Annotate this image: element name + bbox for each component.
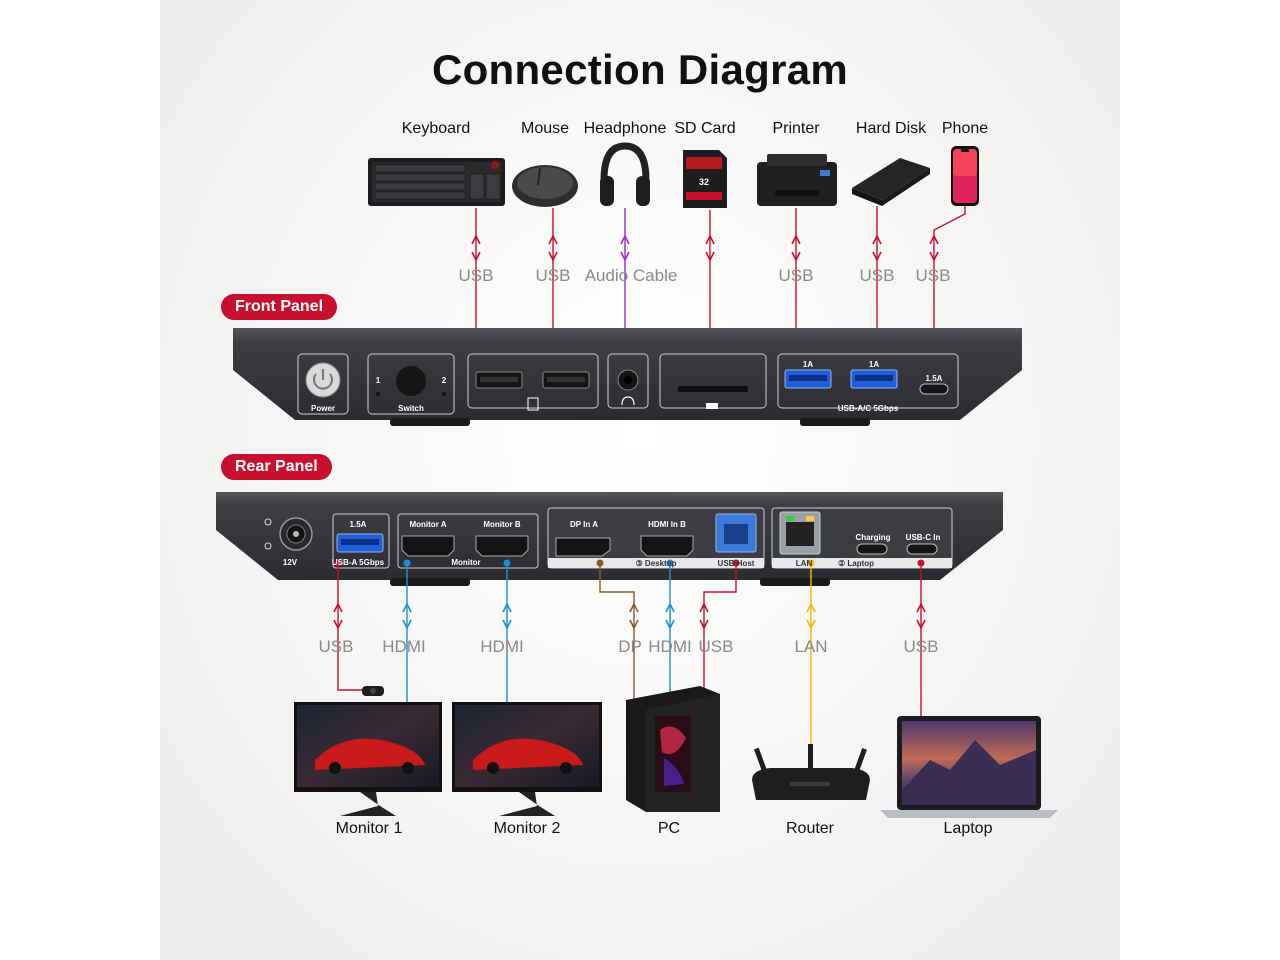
rear-cables	[333, 562, 926, 748]
rear-panel-badge: Rear Panel	[221, 454, 332, 480]
cable-label-monitor-a: HDMI	[382, 637, 426, 656]
front-cables	[471, 206, 966, 358]
device-label-mouse: Mouse	[520, 120, 570, 137]
device-label-laptop: Laptop	[943, 820, 993, 837]
sd-card-icon: 32	[683, 150, 727, 208]
hard-disk-icon	[852, 158, 930, 206]
dp-cable	[599, 563, 635, 700]
keyboard-icon	[368, 158, 505, 206]
dc-label: 12V	[282, 558, 298, 567]
cable-label-laptop: USB	[903, 637, 939, 656]
cable-label-monitor-b: HDMI	[480, 637, 524, 656]
dp-in-label: DP In A	[569, 520, 599, 529]
usb-a-group-label: USB-A 5Gbps	[331, 558, 385, 567]
device-label-router: Router	[785, 820, 835, 837]
cable-label-webcam: USB	[318, 637, 354, 656]
switch-label: Switch	[398, 404, 424, 413]
device-label-pc: PC	[657, 820, 681, 837]
device-label-phone: Phone	[941, 120, 989, 137]
pc-usb-cable	[703, 563, 737, 700]
router-icon	[752, 744, 870, 800]
cable-label-headphone: Audio Cable	[584, 266, 678, 285]
cable-label-lan: LAN	[794, 637, 828, 656]
usb-group-label: USB-A/C 5Gbps	[837, 404, 899, 413]
monitor-b-label: Monitor B	[483, 520, 521, 529]
phone-cable	[933, 206, 966, 358]
charging-label: Charging	[855, 533, 891, 542]
monitor-1-icon	[294, 686, 442, 816]
mouse-icon	[512, 165, 578, 207]
laptop-icon	[880, 716, 1058, 818]
usb-1a-left-label: 1A	[802, 360, 814, 369]
printer-icon	[757, 154, 837, 206]
device-label-monitor-2: Monitor 2	[493, 820, 561, 837]
laptop-group-label: ② Laptop	[837, 559, 875, 568]
device-label-keyboard: Keyboard	[401, 120, 471, 137]
cable-label-phone: USB	[915, 266, 951, 285]
usb-host-label: USB Host	[717, 559, 755, 568]
device-label-hard-disk: Hard Disk	[855, 120, 927, 137]
headphone-icon	[600, 142, 650, 206]
usb-1a-right-label: 1A	[868, 360, 880, 369]
device-label-monitor-1: Monitor 1	[335, 820, 403, 837]
monitor-group-label: Monitor	[451, 558, 481, 567]
rear-panel	[216, 492, 1003, 586]
device-label-printer: Printer	[772, 120, 820, 137]
cable-label-pc-usb: USB	[698, 637, 734, 656]
phone-icon	[951, 146, 979, 206]
cable-label-pc-hdmi: HDMI	[648, 637, 692, 656]
svg-text:32: 32	[699, 177, 709, 187]
cable-label-keyboard: USB	[458, 266, 494, 285]
front-panel	[233, 328, 1022, 426]
device-label-sd-card: SD Card	[674, 120, 736, 137]
monitor-2-icon	[452, 702, 602, 816]
lan-port-label: LAN	[795, 559, 813, 568]
cable-label-mouse: USB	[535, 266, 571, 285]
front-panel-badge: Front Panel	[221, 294, 338, 320]
desktop-group-label: ③ Desktop	[635, 559, 677, 568]
monitor-a-label: Monitor A	[409, 520, 447, 529]
usb-c-label: 1.5A	[925, 374, 943, 383]
cable-label-printer: USB	[778, 266, 814, 285]
usb-a-label: 1.5A	[349, 520, 367, 529]
webcam-usb-cable	[337, 562, 362, 691]
hdmi-in-label: HDMI In B	[648, 520, 686, 529]
page-title: Connection Diagram	[431, 46, 849, 93]
cable-label-hard-disk: USB	[859, 266, 895, 285]
device-label-headphone: Headphone	[583, 120, 667, 137]
power-label: Power	[310, 404, 336, 413]
switch-2-label: 2	[441, 376, 447, 385]
cable-label-dp: DP	[618, 637, 642, 656]
usb-c-in-label: USB-C In	[905, 533, 941, 542]
pc-tower-icon	[626, 686, 720, 812]
switch-1-label: 1	[375, 376, 381, 385]
